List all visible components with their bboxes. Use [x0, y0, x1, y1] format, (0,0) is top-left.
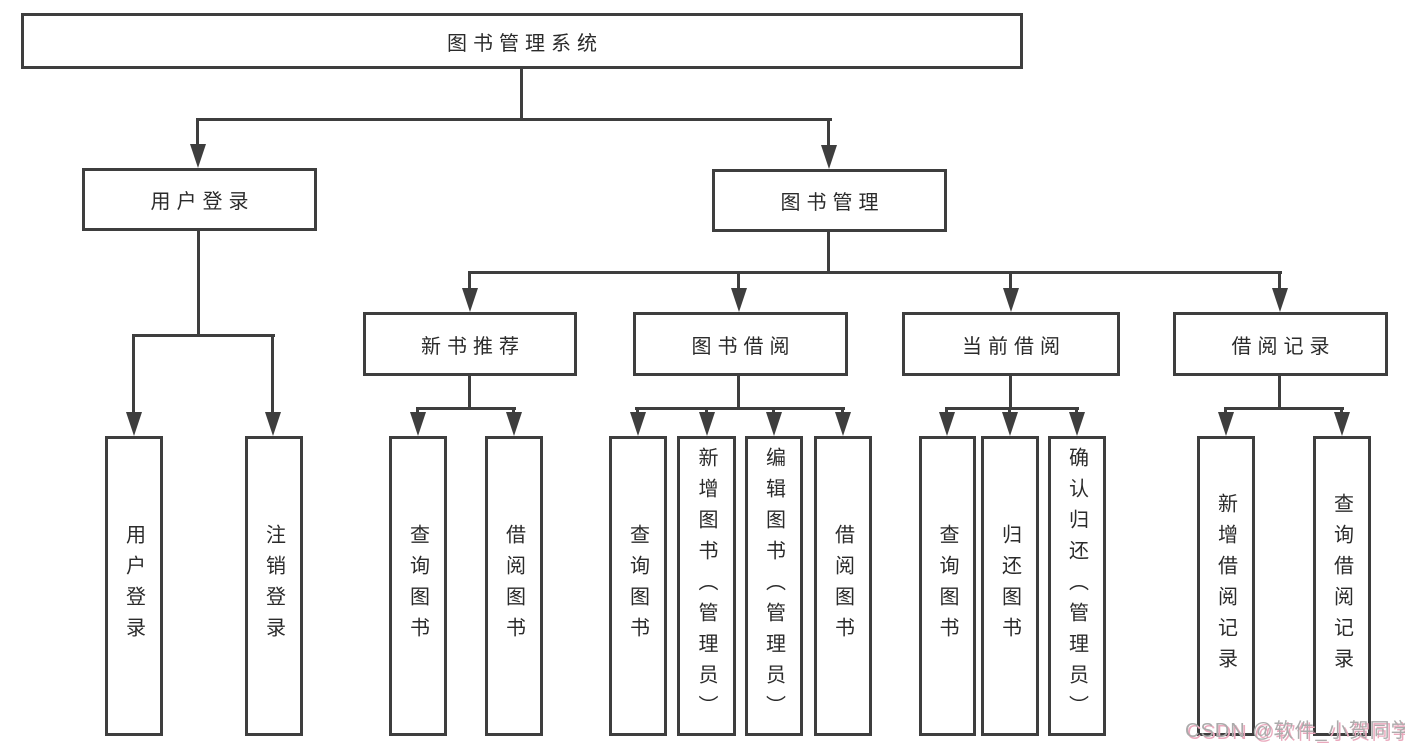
node-label: 当前借阅 — [962, 335, 1066, 358]
node-book-borrow: 图书借阅 — [633, 312, 848, 376]
connector-arrow — [1009, 272, 1012, 288]
connector-arrow — [737, 272, 740, 288]
connector-arrow — [841, 408, 844, 412]
node-label: 新增借阅记录 — [1214, 493, 1237, 679]
connector-arrow — [416, 408, 419, 412]
node-label: 借阅记录 — [1231, 335, 1336, 358]
connector-hline — [197, 118, 832, 121]
connector-hline — [132, 334, 275, 337]
leaf-borrow-books-2: 借阅图书 — [814, 436, 872, 736]
node-label: 新书推荐 — [421, 335, 525, 358]
connector-hline — [416, 407, 516, 410]
node-label: 查询图书 — [936, 524, 958, 648]
node-label: 注销登录 — [262, 524, 285, 648]
leaf-return-books: 归还图书 — [981, 436, 1039, 736]
connector-vline — [197, 230, 200, 337]
node-label: 借阅图书 — [831, 524, 854, 648]
connector-arrow — [827, 118, 830, 145]
connector-arrow — [772, 408, 775, 412]
connector-arrow — [1340, 408, 1343, 412]
connector-hline — [635, 407, 845, 410]
leaf-query-borrow-record: 查询借阅记录 — [1313, 436, 1371, 736]
node-library-system: 图书管理系统 — [21, 13, 1023, 69]
leaf-user-login: 用户登录 — [105, 436, 163, 736]
node-label: 归还图书 — [998, 524, 1021, 648]
connector-arrow — [1075, 408, 1078, 412]
node-new-book-recommend: 新书推荐 — [363, 312, 577, 376]
node-label: 查询图书 — [406, 524, 429, 648]
node-label: 图书管理系统 — [447, 32, 603, 55]
connector-vline — [1009, 375, 1012, 410]
leaf-confirm-return-admin: 确认归还（管理员） — [1048, 436, 1106, 736]
node-current-borrow: 当前借阅 — [902, 312, 1120, 376]
node-label: 借阅图书 — [502, 524, 525, 648]
node-borrow-records: 借阅记录 — [1173, 312, 1388, 376]
connector-arrow — [468, 272, 471, 288]
connector-arrow — [132, 335, 135, 412]
connector-arrow — [196, 118, 199, 144]
leaf-borrow-books-1: 借阅图书 — [485, 436, 543, 736]
connector-arrow — [945, 408, 948, 412]
node-label: 图书管理 — [780, 192, 885, 214]
node-label: 查询图书 — [626, 524, 649, 648]
connector-vline — [737, 375, 740, 410]
node-label: 确认归还（管理员） — [1065, 446, 1088, 726]
leaf-query-books-1: 查询图书 — [389, 436, 447, 736]
node-book-management: 图书管理 — [712, 169, 947, 232]
connector-vline — [1278, 375, 1281, 410]
node-label: 图书借阅 — [691, 335, 796, 358]
leaf-add-book-admin: 新增图书（管理员） — [677, 436, 736, 736]
connector-arrow — [1278, 272, 1281, 288]
connector-vline — [468, 375, 471, 410]
node-label: 查询借阅记录 — [1330, 493, 1353, 679]
leaf-edit-book-admin: 编辑图书（管理员） — [745, 436, 803, 736]
leaf-query-books-2: 查询图书 — [609, 436, 667, 736]
connector-hline — [468, 271, 1282, 274]
node-label: 用户登录 — [122, 524, 145, 648]
leaf-logout: 注销登录 — [245, 436, 303, 736]
connector-arrow — [636, 408, 639, 412]
connector-arrow — [271, 335, 274, 412]
connector-arrow — [512, 408, 515, 412]
connector-hline — [1224, 407, 1344, 410]
connector-arrow — [1008, 408, 1011, 412]
connector-arrow — [1224, 408, 1227, 412]
connector-vline — [520, 67, 523, 121]
leaf-add-borrow-record: 新增借阅记录 — [1197, 436, 1255, 736]
node-label: 编辑图书（管理员） — [762, 446, 785, 726]
leaf-query-books-3: 查询图书 — [919, 436, 976, 736]
connector-hline — [945, 407, 1079, 410]
node-user-login: 用户登录 — [82, 168, 317, 231]
csdn-watermark: CSDN @软件_小贺同学 — [1185, 720, 1405, 742]
node-label: 新增图书（管理员） — [695, 446, 717, 726]
connector-arrow — [705, 408, 708, 412]
node-label: 用户登录 — [150, 191, 255, 213]
connector-vline — [827, 231, 830, 274]
